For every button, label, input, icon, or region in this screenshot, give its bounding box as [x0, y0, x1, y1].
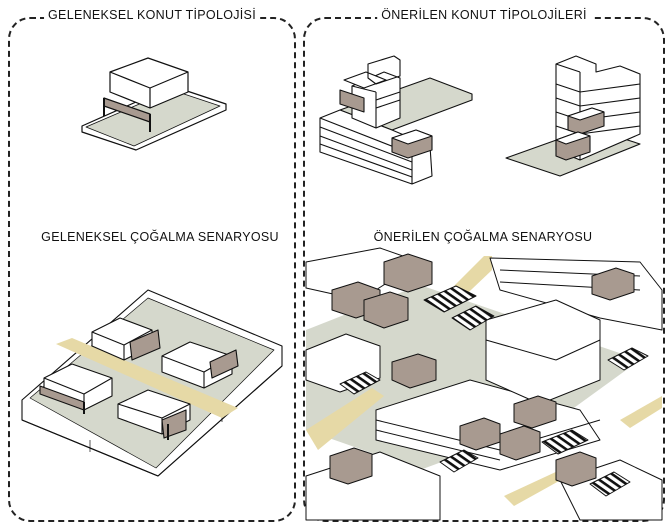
traditional-house-drawing	[81, 57, 227, 151]
traditional-typology-title: GELENEKSEL KONUT TİPOLOJİSİ	[44, 8, 260, 22]
traditional-scenario-drawing	[21, 289, 283, 477]
proposed-typology-b-drawing	[505, 55, 641, 177]
proposed-scenario-drawing	[305, 247, 663, 521]
traditional-scenario-title: GELENEKSEL ÇOĞALMA SENARYOSU	[41, 230, 279, 244]
proposed-typology-a-drawing	[319, 55, 473, 185]
proposed-scenario-title: ÖNERİLEN ÇOĞALMA SENARYOSU	[373, 230, 593, 244]
proposed-typology-title: ÖNERİLEN KONUT TİPOLOJİLERİ	[377, 8, 591, 22]
